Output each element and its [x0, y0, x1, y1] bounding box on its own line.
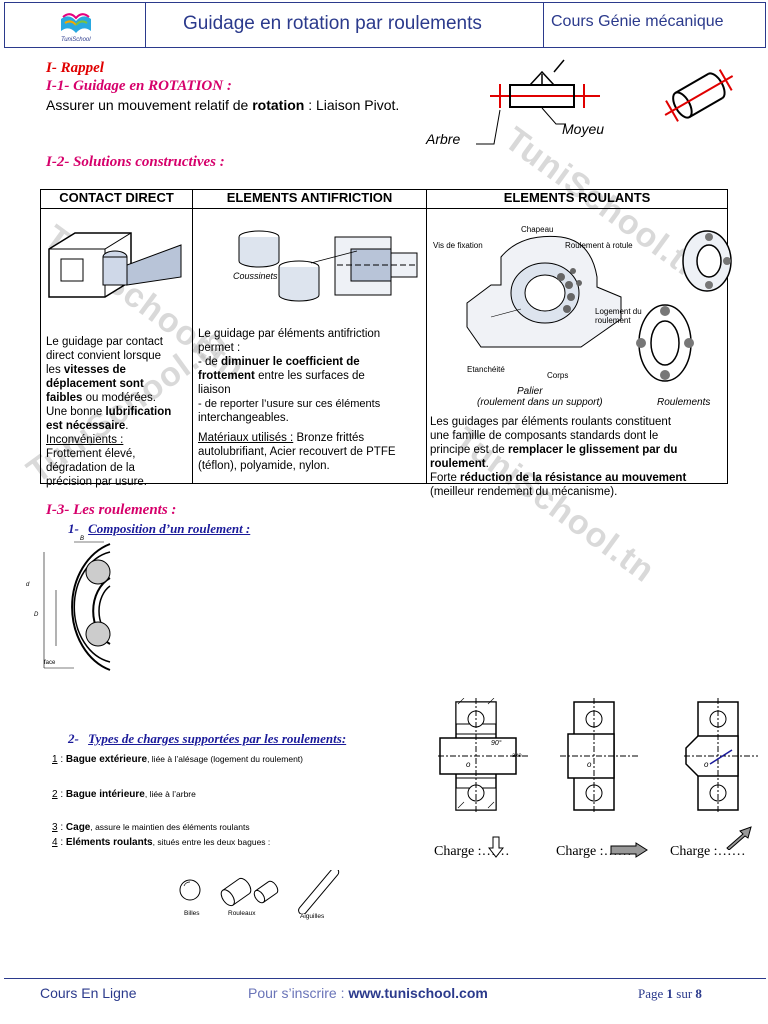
label-o-2: o	[587, 760, 592, 769]
bearing-figure-1	[682, 230, 732, 292]
label-b: B	[80, 536, 85, 542]
roulants-text: Les guidages par éléments roulants const…	[430, 416, 687, 498]
heading-guidage-rotation: I-1- Guidage en ROTATION :	[46, 78, 232, 94]
label-roulement-rotule: Roulement à rotule	[565, 241, 633, 250]
footer-website-link[interactable]: www.tunischool.com	[348, 985, 488, 1001]
label-coussinets: Coussinets	[233, 271, 278, 281]
rolling-elements-figure	[179, 870, 340, 914]
label-vis-fixation: Vis de fixation	[433, 241, 483, 250]
label-palier: Palier	[517, 386, 543, 397]
heading-roulements: I-3- Les roulements :	[46, 502, 177, 518]
cell-contact-direct: Le guidage par contact direct convient l…	[40, 208, 193, 488]
label-d-small: d	[26, 582, 30, 588]
list-item: 2 : Bague intérieure, liée à l’arbre	[52, 789, 196, 800]
footer-inscription: Pour s’inscrire : www.tunischool.com	[248, 985, 488, 1001]
page-header: TuniSchool Guidage en rotation par roule…	[4, 2, 766, 48]
composition-figure	[43, 541, 111, 671]
cell-antifriction: Coussinets Le guidage par éléments antif…	[192, 208, 427, 484]
heading-composition: 1- Composition d’un roulement :	[68, 521, 251, 536]
page-footer: Cours En Ligne Pour s’inscrire : www.tun…	[4, 978, 766, 1009]
label-o-3: o	[704, 760, 709, 769]
load-diagram-radial	[438, 698, 530, 814]
title-cell: Guidage en rotation par roulements	[145, 3, 544, 47]
label-moyeu: Moyeu	[562, 121, 605, 137]
list-item: 4 : Eléments roulants, situés entre les …	[52, 837, 271, 848]
heading-rappel: I- Rappel	[46, 60, 104, 76]
col-antifriction: ELEMENTS ANTIFRICTION	[192, 189, 427, 209]
load-diagram-combined	[684, 698, 758, 814]
course-name: Cours Génie mécanique	[551, 13, 724, 30]
footer-cours-en-ligne[interactable]: Cours En Ligne	[40, 985, 137, 1001]
list-item: 3 : Cage, assure le maintien des élément…	[52, 822, 250, 833]
solutions-table: CONTACT DIRECT ELEMENTS ANTIFRICTION ELE…	[40, 189, 732, 498]
label-logement: Logement du roulement	[595, 307, 642, 325]
label-aiguilles: Aiguilles	[300, 913, 325, 920]
antifriction-figure	[238, 230, 418, 302]
label-face: face	[44, 660, 56, 666]
label-d-large: D	[34, 612, 39, 618]
contact-direct-figure	[48, 232, 182, 298]
contact-direct-text: Le guidage par contact direct convient l…	[46, 336, 172, 488]
cell-roulants: Chapeau Vis de fixation Roulement à rotu…	[426, 208, 732, 498]
label-billes: Billes	[184, 910, 200, 917]
bearing-figure-2	[636, 304, 694, 382]
load-diagram-axial	[560, 698, 638, 814]
label-chapeau: Chapeau	[521, 225, 554, 234]
footer-page-number: Page 1 sur 8	[638, 986, 702, 1001]
arrow-down-icon	[488, 836, 504, 858]
label-roulements: Roulements	[657, 397, 711, 408]
arrow-diagonal-icon	[726, 826, 752, 850]
label-etancheite: Etanchéité	[467, 365, 505, 374]
logo-text: TuniSchool	[61, 37, 91, 43]
label-palier-sub: (roulement dans un support)	[477, 397, 603, 408]
label-arbre: Arbre	[426, 131, 461, 147]
heading-solutions: I-2- Solutions constructives :	[46, 154, 225, 170]
pivot-cylinder-figure	[664, 69, 734, 122]
label-corps: Corps	[547, 371, 569, 380]
table-header-row: CONTACT DIRECT ELEMENTS ANTIFRICTION ELE…	[40, 189, 728, 209]
col-roulants: ELEMENTS ROULANTS	[426, 189, 728, 209]
table-body-row: Le guidage par contact direct convient l…	[40, 208, 732, 498]
rappel-sentence: Assurer un mouvement relatif de rotation…	[46, 97, 400, 113]
label-rouleaux: Rouleaux	[228, 910, 256, 917]
palier-figure	[466, 235, 622, 348]
arrow-right-icon	[610, 842, 648, 858]
pivot-symbol-figure	[476, 59, 600, 145]
label-angle: 90°	[491, 740, 502, 747]
logo-book-icon	[61, 13, 91, 33]
heading-types-charges: 2- Types de charges supportées par les r…	[68, 731, 347, 746]
antifriction-text: Le guidage par éléments antifriction per…	[198, 328, 396, 472]
label-o-1: o	[466, 760, 471, 769]
col-contact-direct: CONTACT DIRECT	[40, 189, 193, 209]
logo-cell: TuniSchool	[5, 3, 146, 47]
label-axe: axe	[512, 753, 522, 759]
page-title: Guidage en rotation par roulements	[183, 13, 482, 34]
course-cell: Cours Génie mécanique	[543, 3, 765, 47]
list-item: 1 : Bague extérieure, liée à l’alésage (…	[52, 754, 303, 765]
